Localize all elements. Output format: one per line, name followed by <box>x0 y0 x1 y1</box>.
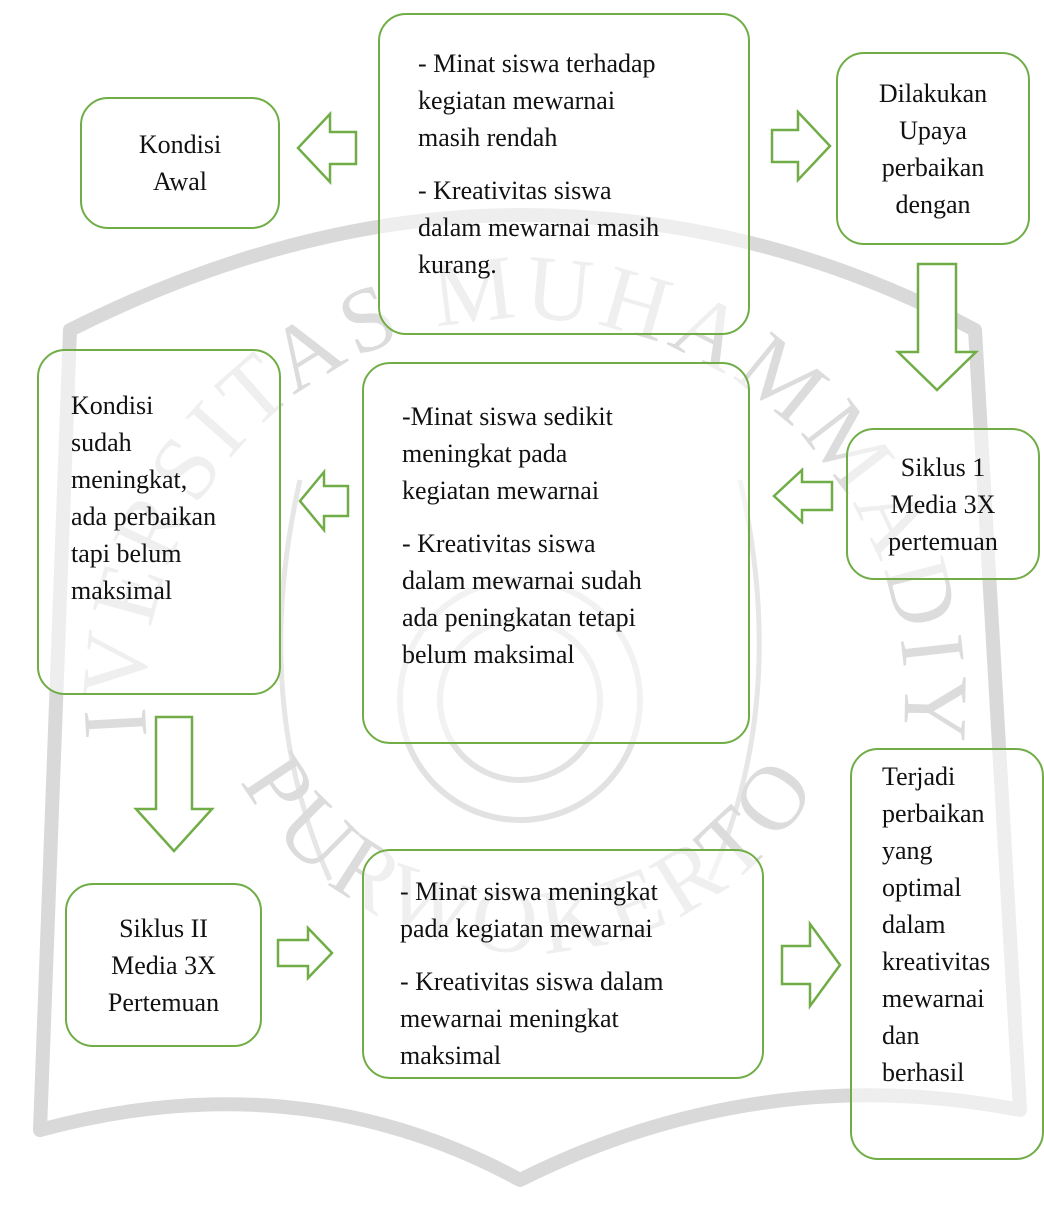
box-siklus-2: Siklus II Media 3X Pertemuan <box>65 883 262 1047</box>
kondisi-mid-line: tapi belum <box>71 539 182 568</box>
final-line: yang <box>882 836 933 865</box>
problem-line: kurang. <box>418 250 497 279</box>
arrow-right-icon <box>276 924 334 982</box>
problem-line: dalam mewarnai masih <box>418 213 660 242</box>
problem-line: - Kreativitas siswa <box>418 176 612 205</box>
kondisi-mid-line: sudah <box>71 428 132 457</box>
siklus2-line: Siklus II <box>119 913 208 943</box>
siklus1-line: Media 3X <box>890 489 996 519</box>
final-line: Terjadi <box>882 762 956 791</box>
hasil2-line: pada kegiatan mewarnai <box>400 914 653 943</box>
arrow-left-icon <box>772 467 834 525</box>
problem-line: kegiatan mewarnai <box>418 86 616 115</box>
hasil1-line: ada peningkatan tetapi <box>402 603 636 632</box>
box-hasil-akhir: Terjadi perbaikan yang optimal dalam kre… <box>850 748 1044 1160</box>
hasil1-line: dalam mewarnai sudah <box>402 566 642 595</box>
arrow-left-icon <box>296 110 358 186</box>
kondisi-mid-line: meningkat, <box>71 465 188 494</box>
final-line: berhasil <box>882 1058 965 1087</box>
kondisi-awal-line: Kondisi <box>138 130 222 159</box>
hasil1-line: meningkat pada <box>402 439 568 468</box>
siklus2-line: Pertemuan <box>107 987 220 1017</box>
box-hasil-siklus-1: -Minat siswa sedikit meningkat pada kegi… <box>362 362 750 744</box>
upaya-line: Upaya <box>899 115 967 145</box>
box-upaya-perbaikan: Dilakukan Upaya perbaikan dengan <box>836 52 1030 245</box>
final-line: optimal <box>882 873 962 902</box>
kondisi-mid-line: ada perbaikan <box>71 502 217 531</box>
hasil1-line: -Minat siswa sedikit <box>402 402 613 431</box>
siklus1-line: pertemuan <box>888 526 998 556</box>
arrow-right-icon <box>780 920 842 1010</box>
siklus1-line: Siklus 1 <box>900 452 986 482</box>
arrow-left-icon <box>298 468 350 534</box>
upaya-line: dengan <box>895 189 971 219</box>
problem-line: - Minat siswa terhadap <box>418 49 656 78</box>
upaya-line: perbaikan <box>881 152 985 182</box>
kondisi-mid-line: maksimal <box>71 576 173 605</box>
problem-line: masih rendah <box>418 123 558 152</box>
arrow-right-icon <box>770 108 832 184</box>
siklus2-line: Media 3X <box>111 950 216 980</box>
hasil1-line: kegiatan mewarnai <box>402 476 600 505</box>
kondisi-awal-line: Awal <box>153 167 207 196</box>
kondisi-mid-line: Kondisi <box>71 391 154 420</box>
final-line: dan <box>882 1021 920 1050</box>
hasil1-line: belum maksimal <box>402 640 575 669</box>
box-kondisi-sudah-meningkat: Kondisi sudah meningkat, ada perbaikan t… <box>37 349 281 695</box>
final-line: perbaikan <box>882 799 985 828</box>
hasil2-line: maksimal <box>400 1041 502 1070</box>
hasil2-line: mewarnai meningkat <box>400 1004 619 1033</box>
hasil2-line: - Kreativitas siswa dalam <box>400 967 664 996</box>
box-kondisi-awal: Kondisi Awal <box>80 97 280 229</box>
arrow-down-icon <box>894 262 980 392</box>
box-problem-awal: - Minat siswa terhadap kegiatan mewarnai… <box>378 13 750 335</box>
arrow-down-icon <box>133 715 215 853</box>
final-line: kreativitas <box>882 947 991 976</box>
final-line: mewarnai <box>882 984 985 1013</box>
final-line: dalam <box>882 910 946 939</box>
upaya-line: Dilakukan <box>878 78 988 108</box>
hasil1-line: - Kreativitas siswa <box>402 529 596 558</box>
box-hasil-siklus-2: - Minat siswa meningkat pada kegiatan me… <box>362 849 764 1079</box>
box-siklus-1: Siklus 1 Media 3X pertemuan <box>846 428 1040 580</box>
hasil2-line: - Minat siswa meningkat <box>400 877 658 906</box>
